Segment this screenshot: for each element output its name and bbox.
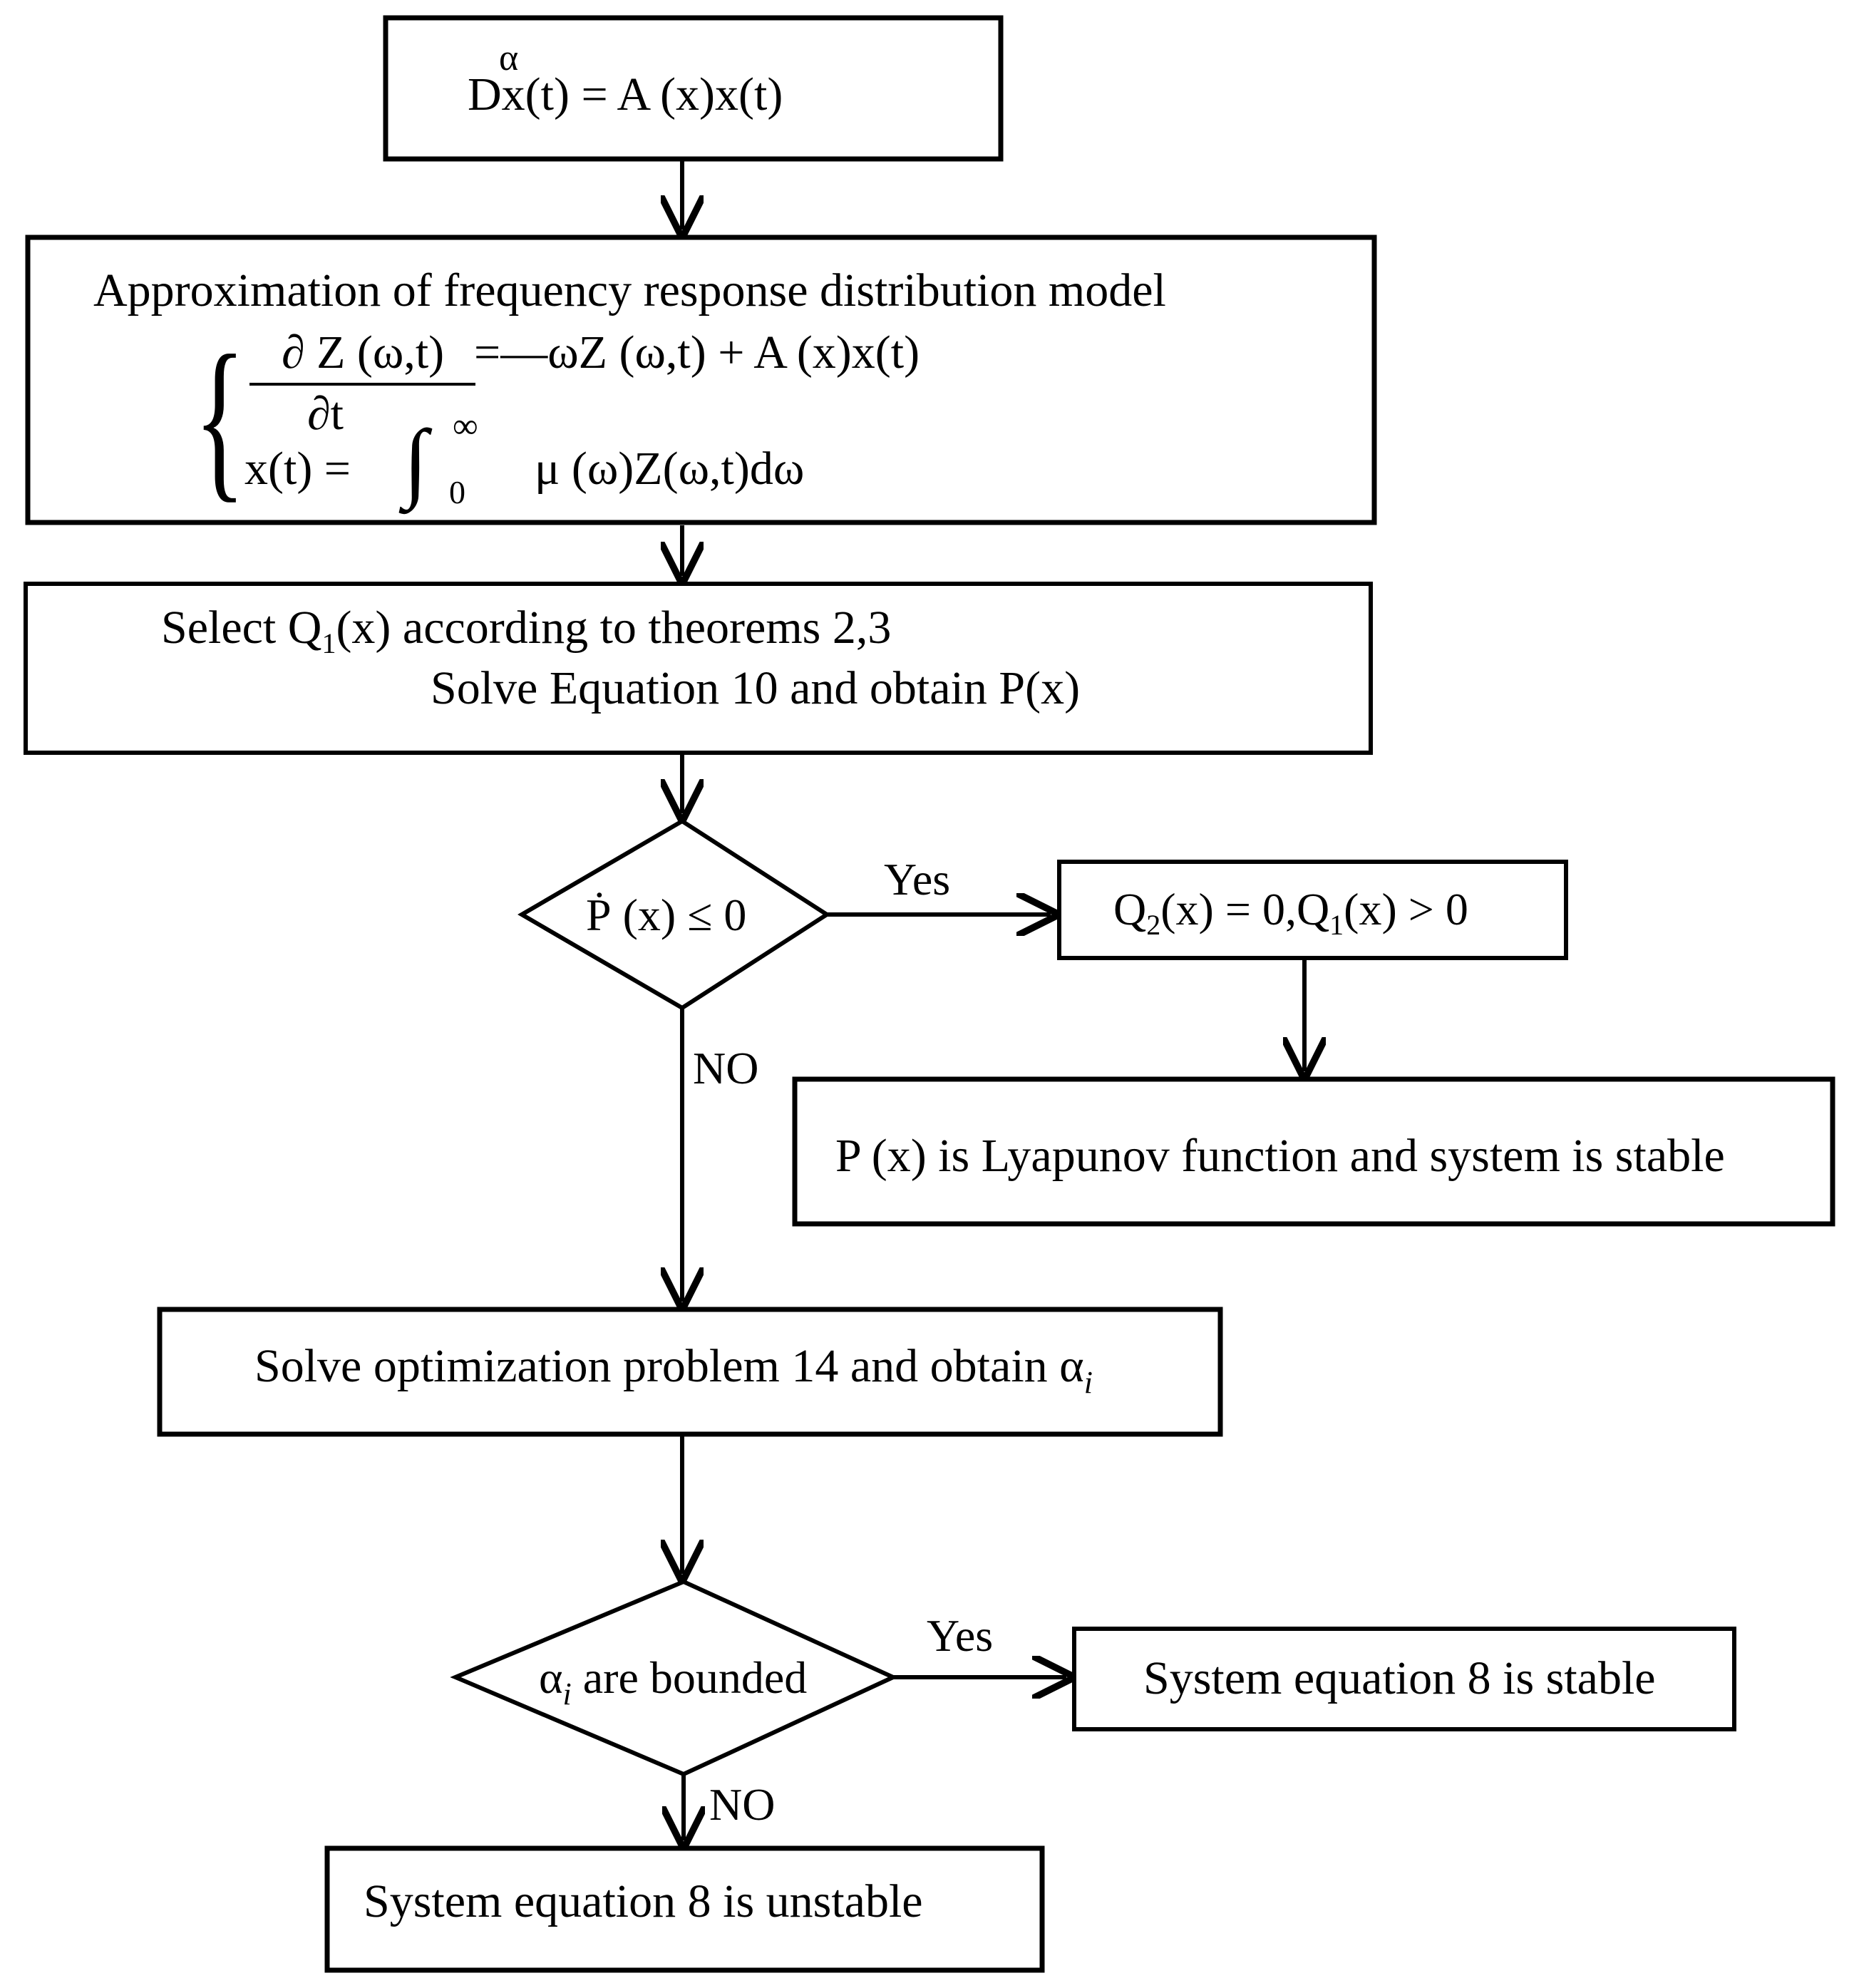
fractional-order-alpha: α <box>499 38 519 78</box>
eq1-denominator: ∂t <box>307 388 344 440</box>
q2-subscript: 2 <box>1146 909 1161 941</box>
q2-label: Q <box>1113 884 1147 934</box>
select-q-label: Select Q <box>161 602 322 654</box>
decision-pdot-yes-label: Yes <box>884 854 951 905</box>
select-q-subscript: 1 <box>321 627 336 659</box>
q-box <box>1057 860 1568 960</box>
q1-subscript: 1 <box>1329 909 1344 941</box>
select-line-2: Solve Equation 10 and obtain P(x) <box>431 662 1081 714</box>
lyapunov-text: P (x) is Lyapunov function and system is… <box>835 1130 1725 1182</box>
alpha-symbol: α <box>539 1652 563 1703</box>
decision-bounded-yes-label: Yes <box>927 1610 994 1661</box>
decision-pdot-text: Ṗ (x) ≤ 0 <box>586 892 746 938</box>
q-box-text: Q2(x) = 0,Q1(x) > 0 <box>1113 887 1468 939</box>
optimize-label: Solve optimization problem 14 and obtain… <box>254 1340 1084 1392</box>
bounded-condition: are bounded <box>571 1652 808 1703</box>
select-q-rest: (x) according to theorems 2,3 <box>336 602 892 654</box>
select-line-1: Select Q1(x) according to theorems 2,3 <box>161 604 891 658</box>
integral-lower-limit: 0 <box>449 474 465 510</box>
start-operator: Dx(t) = A (x)x(t) <box>468 71 783 118</box>
unstable-text: System equation 8 is unstable <box>364 1875 923 1927</box>
eq2-lhs: x(t) = <box>244 443 351 495</box>
equation-rhs: x(t) = A (x)x(t) <box>501 68 783 120</box>
integral-sign: ∫ <box>403 412 428 510</box>
optimize-text: Solve optimization problem 14 and obtain… <box>254 1343 1093 1399</box>
q1-condition: (x) > 0 <box>1344 884 1468 934</box>
q1-label: (x) = 0,Q <box>1160 884 1330 934</box>
operator-d: D <box>468 68 502 120</box>
decision-bounded-no-label: NO <box>709 1779 776 1830</box>
p-dot-condition: (x) ≤ 0 <box>611 890 747 940</box>
decision-pdot-no-label: NO <box>693 1043 759 1093</box>
stable-text: System equation 8 is stable <box>1143 1652 1656 1704</box>
p-dot: Ṗ <box>586 890 612 940</box>
system-brace: { <box>194 318 246 517</box>
optimize-alpha-subscript: i <box>1083 1365 1093 1400</box>
approx-title: Approximation of frequency response dist… <box>93 264 1166 316</box>
decision-bounded-text: αi are bounded <box>539 1655 807 1710</box>
eq1-numerator: ∂ Z (ω,t) <box>282 326 445 378</box>
eq1-rhs: =—ωZ (ω,t) + A (x)x(t) <box>474 326 920 378</box>
start-box <box>383 15 1004 162</box>
integral-upper-limit: ∞ <box>453 406 478 446</box>
eq2-integrand: μ (ω)Z(ω,t)dω <box>535 443 805 495</box>
alpha-subscript: i <box>562 1677 572 1711</box>
